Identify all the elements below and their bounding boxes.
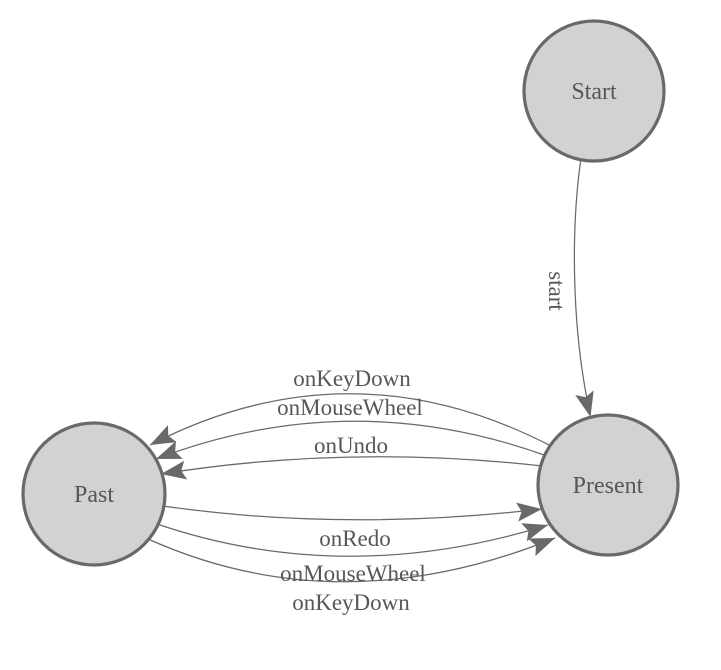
edge-start-to-present[interactable] — [573, 157, 589, 405]
edge-past-to-present[interactable] — [162, 505, 543, 521]
arrowhead-icon — [575, 390, 594, 417]
arrowhead-icon — [161, 460, 188, 480]
node-label-past: Past — [74, 482, 114, 508]
node-label-start: Start — [571, 79, 617, 105]
arrowhead-icon — [156, 441, 183, 459]
edge-past-to-present[interactable] — [147, 537, 556, 583]
edge-label-onKeyDown: onKeyDown — [292, 590, 410, 615]
node-label-present: Present — [573, 473, 644, 499]
arrowhead-icon — [516, 502, 542, 522]
edge-label-start: start — [544, 271, 569, 311]
edge-label-onRedo: onRedo — [319, 526, 391, 551]
edge-label-onMouseWheel: onMouseWheel — [280, 561, 426, 586]
edge-label-onMouseWheel: onMouseWheel — [277, 395, 423, 420]
node-start[interactable] — [522, 19, 666, 163]
node-present[interactable] — [536, 413, 680, 557]
node-past[interactable] — [21, 421, 167, 567]
arrowhead-icon — [150, 425, 177, 445]
arrowhead-icon — [521, 523, 548, 542]
edge-label-onKeyDown: onKeyDown — [293, 366, 411, 391]
edge-label-onUndo: onUndo — [314, 433, 388, 458]
edge-present-to-past[interactable] — [149, 393, 552, 447]
arrowhead-icon — [528, 538, 555, 557]
edge-past-to-present[interactable] — [156, 523, 549, 557]
edge-present-to-past[interactable] — [160, 456, 543, 475]
edge-present-to-past[interactable] — [155, 420, 548, 460]
